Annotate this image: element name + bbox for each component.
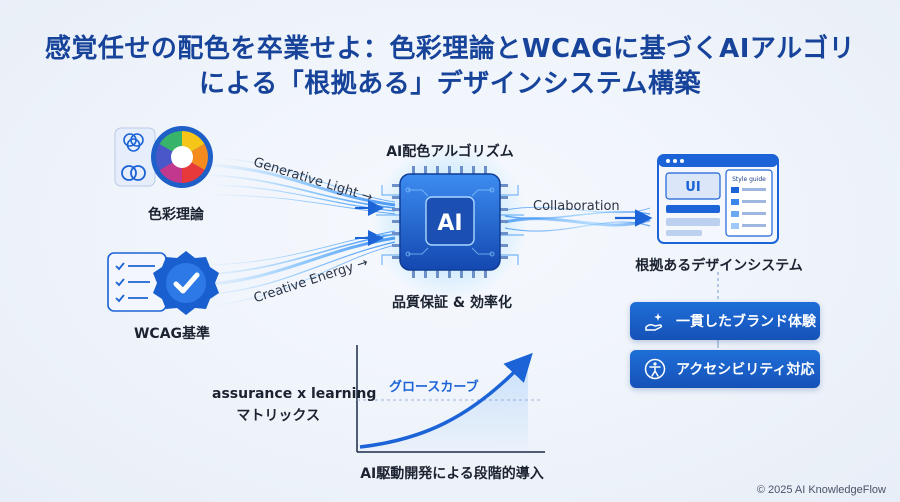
benefit-label: アクセシビリティ対応 <box>676 362 815 378</box>
collaboration-label: Collaboration <box>533 199 620 214</box>
growth-curve-chart <box>356 345 545 453</box>
benefit-label: 一貫したブランド体験 <box>676 314 816 330</box>
copyright-footer: © 2025 AI KnowledgeFlow <box>756 484 886 496</box>
ai-chip-icon: AI <box>372 144 528 300</box>
matrix-label-line-2: マトリックス <box>236 408 320 424</box>
checklist-icon <box>107 252 167 312</box>
benefit-accessibility: アクセシビリティ対応 <box>630 350 820 388</box>
hand-sparkle-icon <box>642 308 668 334</box>
color-theory-icon-group <box>114 126 213 188</box>
matrix-label-line-1: assurance x learning <box>212 386 377 402</box>
accessibility-icon <box>642 356 668 382</box>
growth-caption: AI駆動開発による段階的導入 <box>360 466 544 482</box>
benefit-brand-consistency: 一貫したブランド体験 <box>630 302 820 340</box>
venn-icon <box>121 133 146 181</box>
ui-window-label: UI <box>685 180 700 195</box>
wcag-label: WCAG基準 <box>133 326 211 342</box>
verified-badge-icon <box>153 251 219 315</box>
color-wheel-icon <box>151 126 213 188</box>
ai-caption: 品質保証 & 効率化 <box>392 295 512 311</box>
growth-curve-line <box>359 352 533 449</box>
growth-curve-label: グロースカーブ <box>389 380 479 395</box>
generative-light-stream <box>209 157 396 215</box>
page-title-line-2: による「根拠ある」デザインシステム構築 <box>199 69 701 99</box>
ui-window-icon: UI Style guide <box>657 154 779 244</box>
color-theory-label: 色彩理論 <box>148 207 204 223</box>
ai-chip-text: AI <box>437 211 462 236</box>
wcag-icon-group <box>107 251 219 315</box>
growth-curve-area <box>360 355 528 452</box>
style-guide-label: Style guide <box>732 176 766 183</box>
design-system-label: 根拠あるデザインシステム <box>635 258 803 274</box>
page-title-line-1: 感覚任せの配色を卒業せよ：色彩理論とWCAGに基づくAIアルゴリ <box>44 34 856 64</box>
ai-algorithm-title: AI配色アルゴリズム <box>386 144 514 160</box>
